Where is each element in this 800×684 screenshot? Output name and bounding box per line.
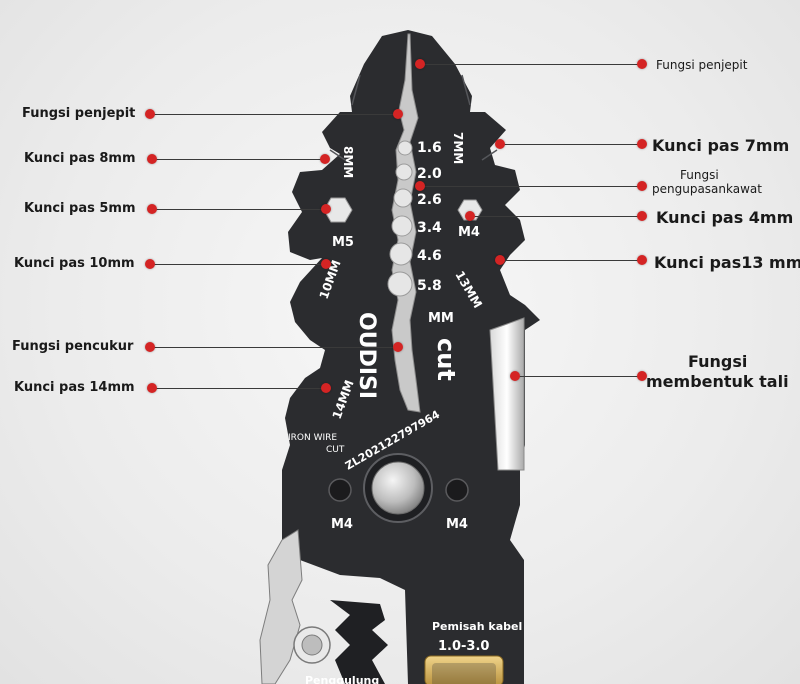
gauge-2: 2.0 [417, 166, 442, 182]
marker-dot [637, 211, 647, 221]
leader-line [150, 264, 326, 265]
gauge-5: 4.6 [417, 248, 442, 264]
mark-m4-right: M4 [446, 517, 468, 532]
marker-dot [145, 259, 155, 269]
mark-m4-left: M4 [331, 517, 353, 532]
gauge-3: 2.6 [417, 192, 442, 208]
mark-7mm: 7MM [451, 132, 465, 164]
cut-mark: cut [432, 338, 460, 381]
label-kunci-pas-10mm: Kunci pas 10mm [14, 256, 135, 271]
marker-dot [393, 109, 403, 119]
marker-dot [145, 109, 155, 119]
marker-dot [147, 383, 157, 393]
marker-dot [393, 342, 403, 352]
label-membentuk-line1: Fungsi [688, 352, 748, 371]
marker-dot [320, 154, 330, 164]
label-kunci-pas-7mm: Kunci pas 7mm [652, 136, 790, 155]
label-fungsi-pencukur: Fungsi pencukur [12, 339, 134, 354]
leader-line [470, 216, 638, 217]
label-membentuk-line2: membentuk tali [646, 372, 789, 391]
gauge-numbers: 1.6 2.0 2.6 3.4 4.6 5.8 MM [417, 140, 454, 326]
gauge-6: 5.8 [417, 278, 442, 294]
marker-dot [465, 211, 475, 221]
marker-dot [147, 204, 157, 214]
stripping-holes [387, 140, 413, 297]
cable-splitter-range: 1.0-3.0 [438, 639, 489, 654]
marker-dot [415, 181, 425, 191]
leader-line [500, 144, 638, 145]
leader-line [515, 376, 638, 377]
lever-hole-inner [301, 634, 323, 656]
marker-dot [637, 255, 647, 265]
leader-line [150, 347, 398, 348]
marker-dot [637, 371, 647, 381]
mark-8mm: 8MM [341, 146, 355, 178]
leader-line [150, 114, 398, 115]
gauge-4: 3.4 [417, 220, 442, 236]
label-fungsi-pengupasan-line2: pengupasankawat [652, 182, 762, 196]
iron-wire-line2: CUT [326, 445, 345, 455]
gauge-unit: MM [428, 311, 454, 326]
bottom-partial-text: Penggulung [305, 674, 379, 684]
mark-m4-top: M4 [458, 225, 480, 240]
leader-line [420, 186, 638, 187]
label-kunci-pas-8mm: Kunci pas 8mm [24, 151, 136, 166]
marker-dot [637, 139, 647, 149]
marker-dot [510, 371, 520, 381]
label-fungsi-pengupasan-line1: Fungsi [680, 168, 719, 182]
marker-dot [415, 59, 425, 69]
brand-logo: OUDISI [354, 312, 379, 399]
mark-m5: M5 [332, 235, 354, 250]
leader-line [500, 260, 638, 261]
hex-hole-m4 [457, 199, 483, 221]
marker-dot [495, 139, 505, 149]
label-kunci-pas-13mm: Kunci pas13 mm [654, 253, 800, 272]
cable-splitter-plate [424, 655, 504, 684]
marker-dot [637, 59, 647, 69]
marker-dot [321, 259, 331, 269]
pin-hole-right [445, 478, 469, 502]
marker-dot [637, 181, 647, 191]
leader-line [152, 388, 326, 389]
shaving-blade [489, 317, 525, 471]
leader-line [152, 209, 326, 210]
jaw-bevel [329, 74, 498, 161]
label-kunci-pas-4mm: Kunci pas 4mm [656, 208, 794, 227]
leader-line [152, 159, 325, 160]
label-kunci-pas-14mm: Kunci pas 14mm [14, 380, 135, 395]
marker-dot [321, 383, 331, 393]
cable-splitter-title: Pemisah kabel [432, 620, 522, 633]
pivot-bolt [371, 461, 425, 515]
label-fungsi-penjepit-left: Fungsi penjepit [22, 106, 136, 121]
marker-dot [495, 255, 505, 265]
lower-jaw-notches [330, 600, 388, 684]
label-kunci-pas-5mm: Kunci pas 5mm [24, 201, 136, 216]
label-fungsi-penjepit-tip: Fungsi penjepit [656, 58, 748, 72]
gauge-1: 1.6 [417, 140, 442, 156]
pin-hole-left [328, 478, 352, 502]
iron-wire-line1: IRON WIRE [288, 433, 337, 443]
leader-line [420, 64, 638, 65]
marker-dot [147, 154, 157, 164]
lever-plate [259, 529, 303, 684]
cable-splitter-slot [432, 663, 496, 684]
marker-dot [321, 204, 331, 214]
marker-dot [145, 342, 155, 352]
